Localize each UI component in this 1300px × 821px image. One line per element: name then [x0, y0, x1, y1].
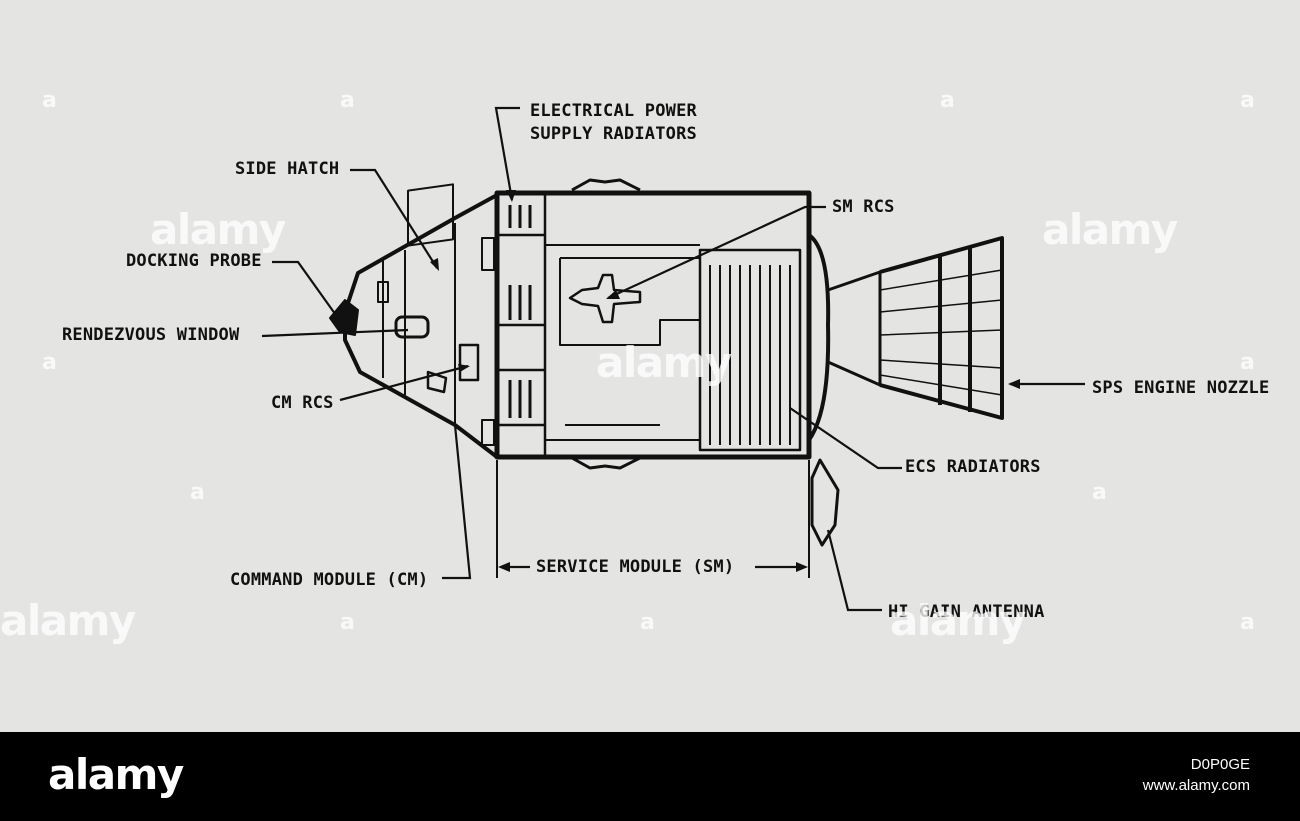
- aft-bulkhead: [807, 233, 831, 442]
- command-module-outline: [343, 193, 499, 459]
- arrow-sps: [1008, 379, 1020, 389]
- leader-ecs: [789, 407, 902, 470]
- sm-arrow-left: [498, 562, 510, 572]
- image-id: D0P0GE: [1190, 756, 1250, 773]
- electrical-radiator-slots: [508, 205, 532, 418]
- cm-fittings: [377, 237, 495, 446]
- watermark-mark: a: [190, 480, 205, 505]
- watermark-mark: a: [340, 610, 355, 635]
- leader-hga: [826, 529, 882, 612]
- watermark: alamy: [596, 338, 732, 387]
- ecs-radiator-panel: [698, 248, 802, 452]
- ecs-radiators-label: ECS RADIATORS: [905, 457, 1041, 477]
- spacecraft-diagram: ELECTRICAL POWER SUPPLY RADIATORS SIDE H…: [0, 88, 1270, 645]
- apollo-csm-drawing: [261, 106, 1085, 612]
- sps-engine-nozzle-label: SPS ENGINE NOZZLE: [1092, 378, 1270, 398]
- side-hatch: [407, 183, 454, 247]
- site-url: www.alamy.com: [1142, 777, 1250, 794]
- watermark: alamy: [150, 205, 286, 254]
- sm-arrow-right: [796, 562, 808, 572]
- docking-probe-label: DOCKING PROBE: [126, 251, 262, 271]
- rendezvous-window-shape: [394, 315, 430, 339]
- hi-gain-antenna-shape: [810, 458, 840, 547]
- service-module-label: SERVICE MODULE (SM): [536, 557, 735, 577]
- sm-rcs-label: SM RCS: [832, 197, 895, 217]
- sm-rcs-quad: [568, 273, 642, 324]
- alamy-logo: alamy: [48, 750, 184, 799]
- arrow-side-hatch: [430, 258, 439, 271]
- watermark-mark: a: [1092, 480, 1107, 505]
- rendezvous-window-label: RENDEZVOUS WINDOW: [62, 325, 240, 345]
- arrow-sm-rcs: [606, 290, 620, 299]
- leader-side-hatch: [350, 168, 438, 269]
- command-module-panels: [382, 223, 456, 425]
- watermark: alamy: [890, 596, 1026, 645]
- leader-rendezvous: [261, 328, 409, 338]
- cm-rcs-label: CM RCS: [271, 393, 334, 413]
- leader-docking-probe: [272, 260, 339, 319]
- hi-gain-antenna-label: HI GAIN ANTENNA: [888, 602, 1045, 622]
- leader-cm-rcs: [339, 364, 469, 402]
- ecs-radiator-fins: [709, 265, 791, 445]
- leader-electrical: [494, 106, 520, 201]
- docking-probe-shape: [329, 299, 359, 336]
- watermark-mark: a: [940, 88, 955, 113]
- leader-sm-rcs: [607, 205, 826, 299]
- nozzle-ribs: [879, 269, 1003, 396]
- electrical-power-label: ELECTRICAL POWER SUPPLY RADIATORS: [530, 101, 697, 144]
- watermark: alamy: [1042, 205, 1178, 254]
- watermark-mark: a: [1240, 610, 1255, 635]
- sm-top-rcs: [571, 178, 641, 470]
- watermark-mark: a: [1240, 88, 1255, 113]
- watermark-mark: a: [1240, 350, 1255, 375]
- watermark-mark: a: [640, 610, 655, 635]
- command-module-label: COMMAND MODULE (CM): [230, 570, 429, 590]
- cm-rcs-thrusters: [426, 343, 480, 394]
- module-boundaries: [496, 460, 810, 578]
- electrical-radiator-panel: [497, 195, 547, 457]
- side-hatch-label: SIDE HATCH: [235, 159, 340, 179]
- watermark-mark: a: [42, 350, 57, 375]
- arrow-cm-rcs: [458, 364, 470, 372]
- stock-footer-bar: alamy D0P0GE www.alamy.com: [0, 732, 1300, 821]
- leader-command-module: [442, 424, 472, 580]
- watermark-mark: a: [340, 88, 355, 113]
- watermark: alamy: [0, 596, 136, 645]
- watermark-mark: a: [42, 88, 57, 113]
- image-id-block: D0P0GE www.alamy.com: [1143, 754, 1250, 796]
- arrow-electrical: [506, 190, 516, 202]
- nozzle-throat: [826, 270, 882, 387]
